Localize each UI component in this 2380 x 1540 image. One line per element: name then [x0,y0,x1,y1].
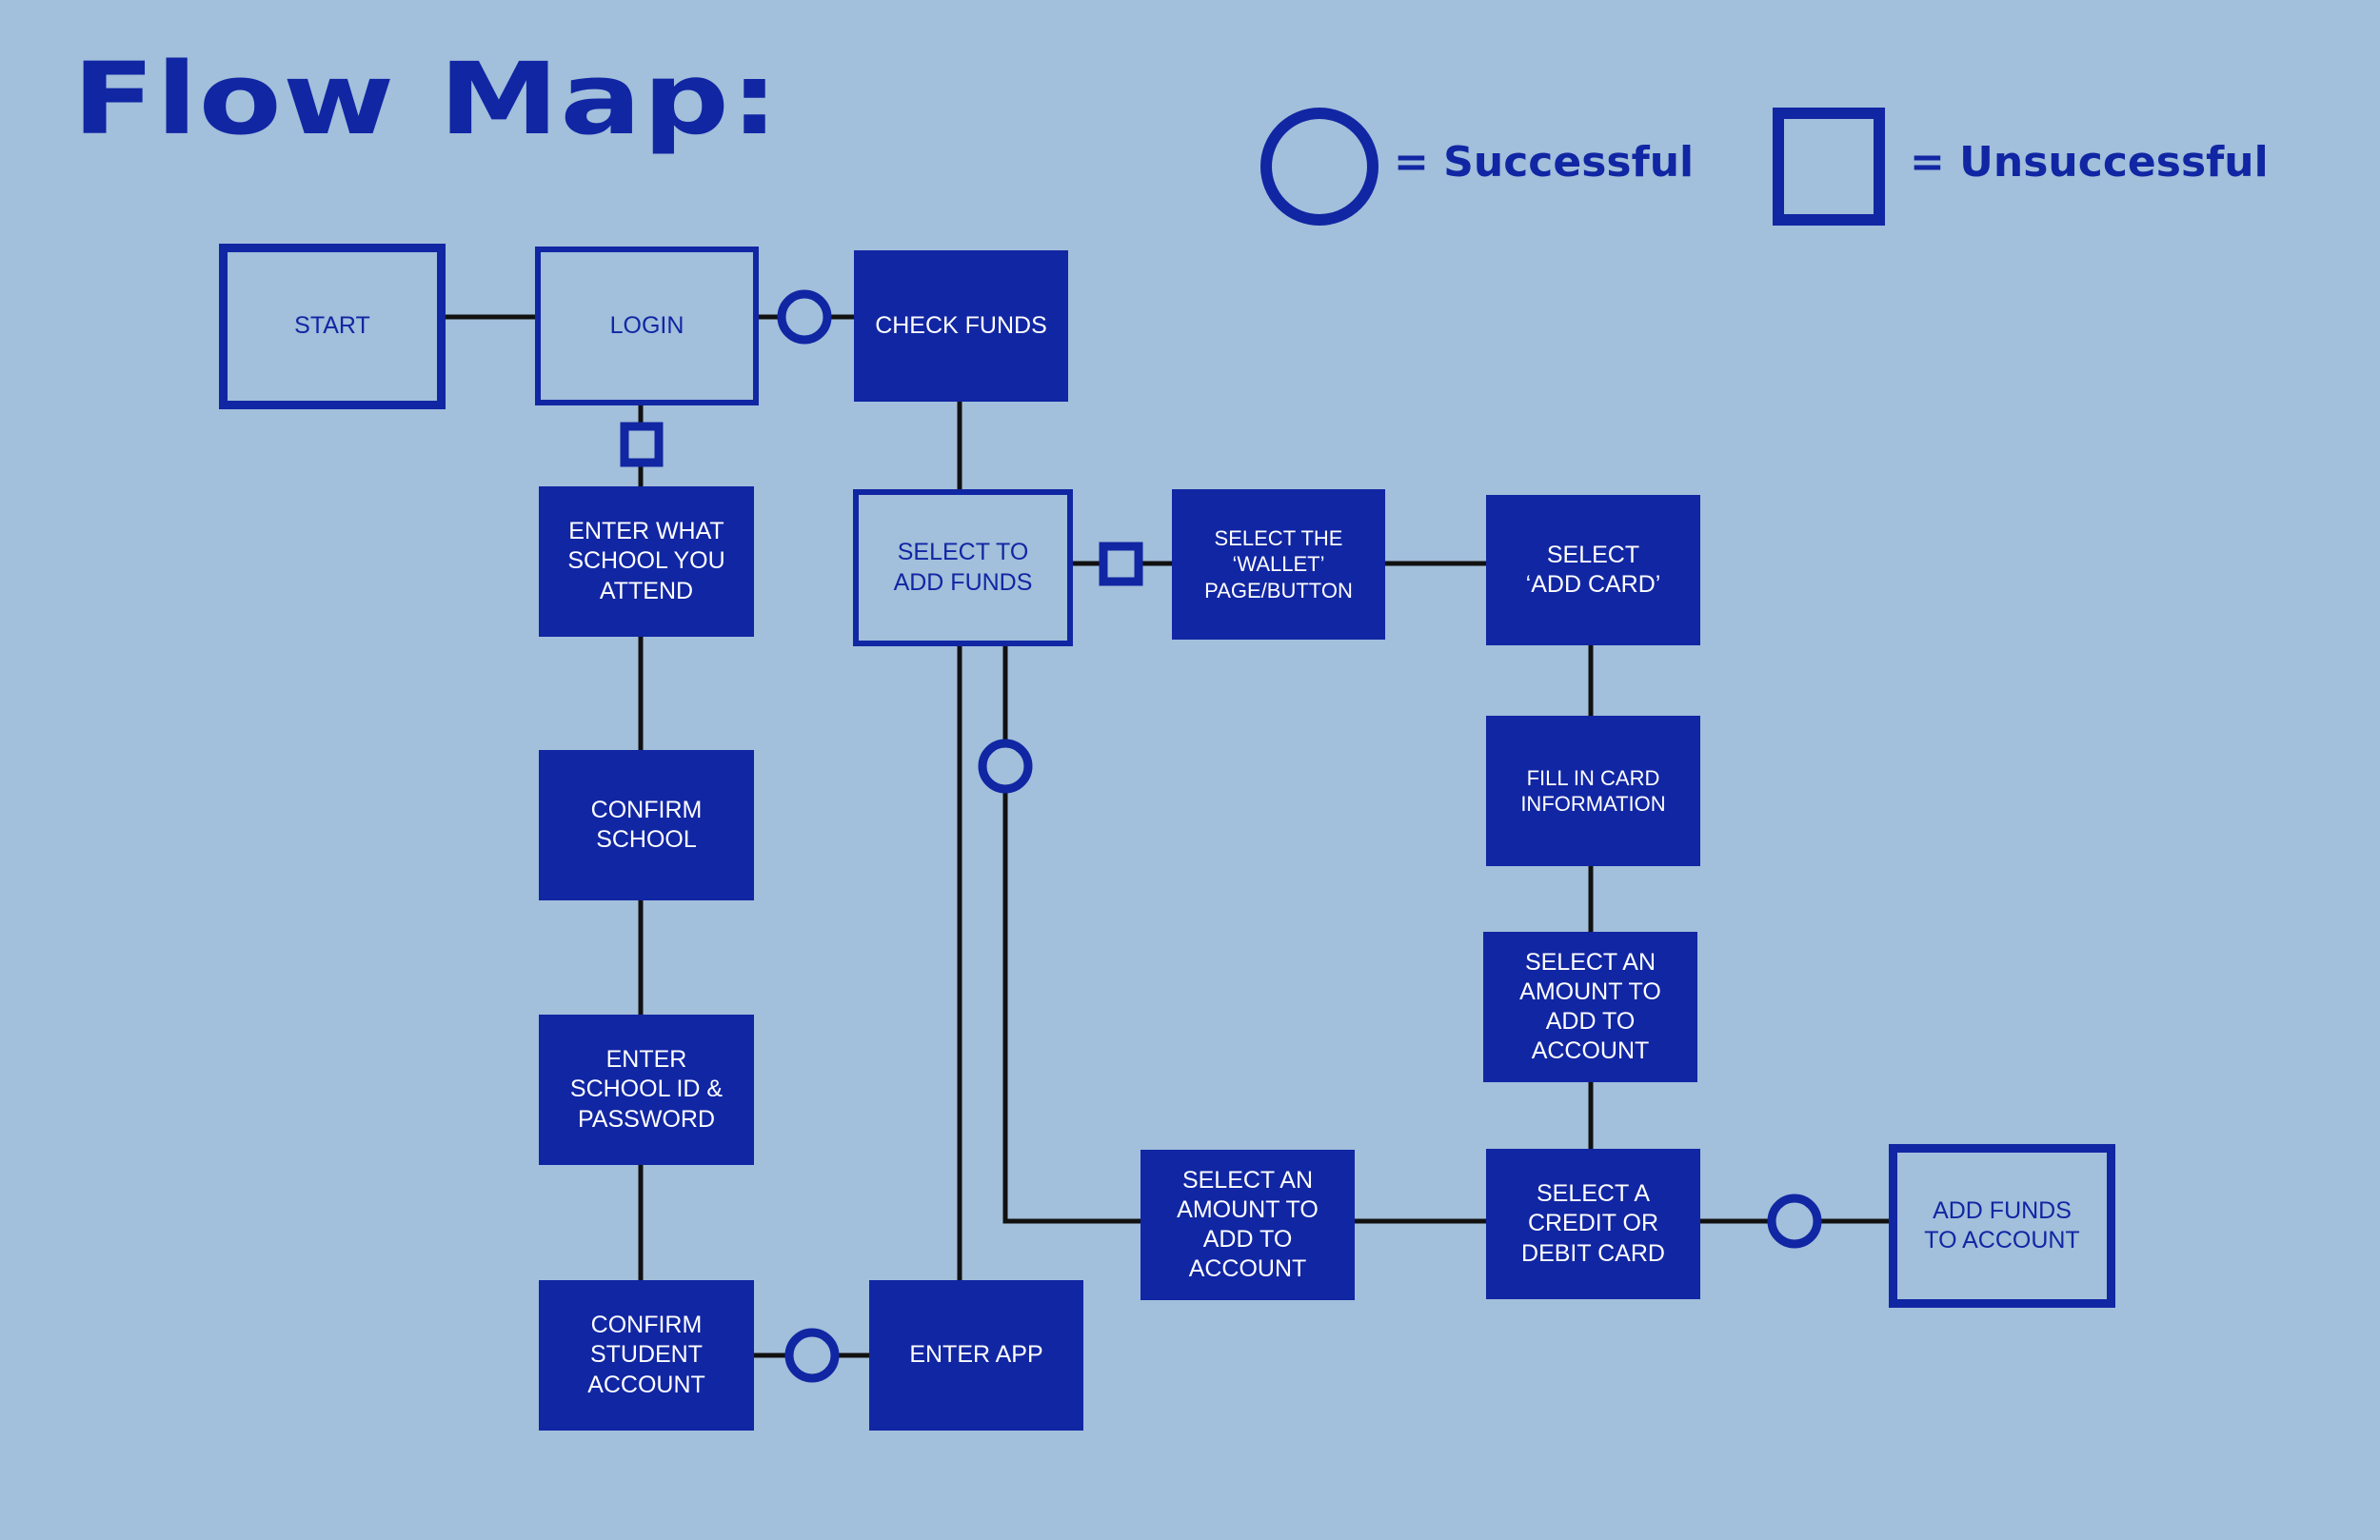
page-title: Flow Map: [72,41,781,157]
select-wallet-node-label: SELECT THE ‘WALLET’ PAGE/BUTTON [1204,525,1353,602]
fill-card-info-node: FILL IN CARD INFORMATION [1486,716,1700,866]
unsuccessful-legend-label: = Unsuccessful [1910,138,2269,187]
add-funds-to-account-node-label: ADD FUNDS TO ACCOUNT [1924,1196,2080,1254]
select-amount-right-node-label: SELECT AN AMOUNT TO ADD TO ACCOUNT [1519,948,1661,1065]
failure-marker-add-funds-wallet [1099,542,1143,586]
success-marker-login-check-funds [777,289,832,345]
fill-card-info-node-label: FILL IN CARD INFORMATION [1520,765,1666,817]
enter-school-id-node-label: ENTER SCHOOL ID & PASSWORD [569,1046,724,1133]
select-amount-right-node: SELECT AN AMOUNT TO ADD TO ACCOUNT [1483,932,1697,1082]
confirm-student-account-node: CONFIRM STUDENT ACCOUNT [539,1280,754,1431]
login-node-label: LOGIN [609,311,684,339]
select-wallet-node: SELECT THE ‘WALLET’ PAGE/BUTTON [1172,489,1385,640]
select-credit-debit-node: SELECT A CREDIT OR DEBIT CARD [1486,1149,1700,1299]
unsuccessful-legend-square-icon [1773,108,1885,226]
successful-legend-label: = Successful [1394,138,1695,187]
confirm-school-node: CONFIRM SCHOOL [539,750,754,900]
check-funds-node-label: CHECK FUNDS [875,311,1047,339]
enter-school-node-label: ENTER WHAT SCHOOL YOU ATTEND [567,518,725,604]
start-node: START [219,244,446,409]
connector-select-add-funds-select-amount-bottom [1002,642,1142,1224]
start-node-label: START [294,312,370,340]
confirm-student-account-node-label: CONFIRM STUDENT ACCOUNT [587,1312,705,1398]
select-amount-bottom-node-label: SELECT AN AMOUNT TO ADD TO ACCOUNT [1177,1166,1319,1283]
select-add-card-node: SELECT ‘ADD CARD’ [1486,495,1700,645]
enter-app-node: ENTER APP [869,1280,1083,1431]
enter-school-node: ENTER WHAT SCHOOL YOU ATTEND [539,486,754,637]
select-add-funds-node: SELECT TO ADD FUNDS [853,489,1073,646]
failure-marker-login-school [620,422,664,467]
select-credit-debit-node-label: SELECT A CREDIT OR DEBIT CARD [1521,1180,1665,1267]
add-funds-to-account-node: ADD FUNDS TO ACCOUNT [1889,1144,2115,1308]
success-marker-confirm-account-enter-app [784,1328,840,1383]
select-add-funds-node-label: SELECT TO ADD FUNDS [893,539,1033,596]
enter-app-node-label: ENTER APP [909,1341,1043,1369]
success-marker-credit-card-add-funds [1767,1194,1822,1249]
confirm-school-node-label: CONFIRM SCHOOL [590,796,703,853]
enter-school-id-node: ENTER SCHOOL ID & PASSWORD [539,1015,754,1165]
check-funds-node: CHECK FUNDS [854,250,1068,402]
successful-legend-circle-icon [1260,108,1378,226]
select-add-card-node-label: SELECT ‘ADD CARD’ [1525,541,1661,598]
success-marker-add-funds-amount [978,739,1033,794]
login-node: LOGIN [535,247,759,405]
select-amount-bottom-node: SELECT AN AMOUNT TO ADD TO ACCOUNT [1140,1150,1355,1300]
